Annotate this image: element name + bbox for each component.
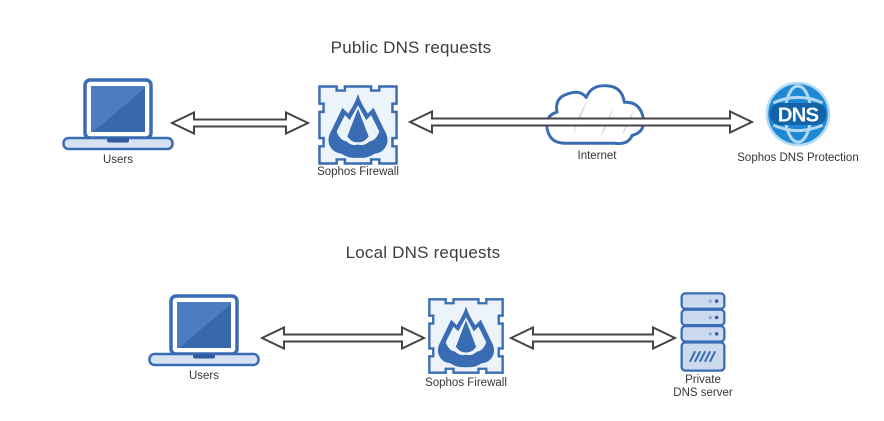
node-label-users-public: Users [102, 154, 134, 166]
node-firewall-public [317, 84, 399, 166]
node-firewall-local [427, 297, 505, 375]
node-label-firewall-local: Sophos Firewall [425, 377, 507, 389]
arrow-firewall-dnsprotection [408, 109, 754, 135]
node-label-firewall-public: Sophos Firewall [317, 166, 399, 178]
private-dns-label-line2: DNS server [673, 387, 733, 399]
node-dns-protection: DNS [764, 80, 832, 148]
node-users-local [148, 294, 260, 368]
server-icon [680, 292, 726, 372]
node-label-dns-protection: Sophos DNS Protection [737, 152, 859, 164]
private-dns-label-line1: Private [685, 374, 721, 386]
server-led-dots [708, 299, 719, 336]
node-users-public [62, 78, 174, 152]
node-private-dns-server [680, 292, 726, 372]
section-title-local: Local DNS requests [345, 243, 501, 262]
node-label-users-local: Users [188, 370, 220, 382]
firewall-icon [318, 85, 398, 165]
arrow-users-firewall-local [260, 325, 426, 351]
node-label-private-dns-server: Private DNS server [643, 374, 763, 400]
arrow-firewall-privatedns [509, 325, 677, 351]
firewall-icon [428, 298, 504, 374]
laptop-icon [62, 78, 174, 151]
arrow-users-firewall-public [170, 110, 310, 136]
node-label-internet: Internet [577, 150, 617, 162]
section-title-public: Public DNS requests [330, 38, 492, 57]
laptop-icon [148, 294, 260, 367]
server-vent-hatch [689, 351, 716, 363]
dns-globe-icon: DNS [765, 81, 831, 147]
svg-text:DNS: DNS [778, 105, 819, 127]
